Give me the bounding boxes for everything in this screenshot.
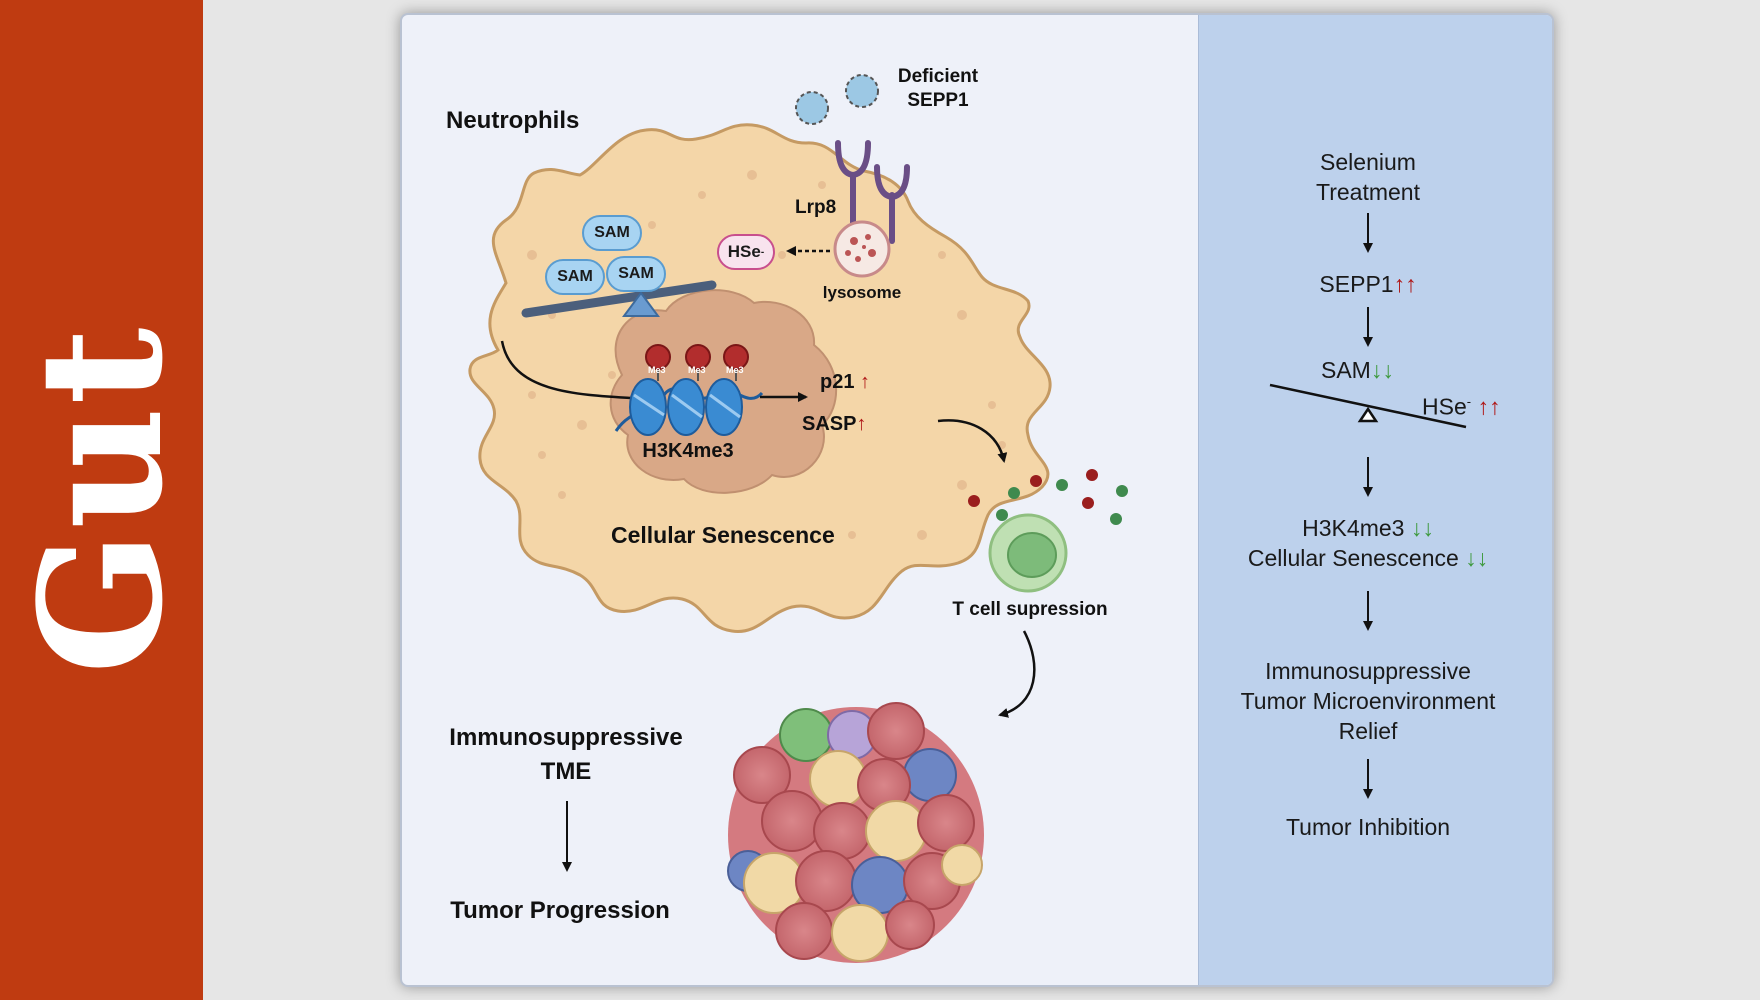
flow-tumor-inhibition: Tumor Inhibition — [1285, 814, 1451, 840]
down-arrows-icon: ↓↓ — [1370, 357, 1394, 383]
sam-bubble: SAM — [545, 259, 605, 295]
hse-bubble: HSe- — [717, 234, 775, 270]
flow-hse: HSe- ↑↑ — [1422, 393, 1501, 420]
me3-mark — [723, 344, 749, 370]
sam-bubble: SAM — [582, 215, 642, 251]
journal-brand-bar: Gut — [0, 0, 203, 1000]
me3-label: Me3 — [648, 365, 666, 375]
p21-label: p21 ↑ — [820, 371, 871, 393]
t-cell — [988, 513, 1068, 593]
flow-tme-relief: Immunosuppressive Tumor Microenvironment… — [1240, 658, 1496, 744]
seesaw-fulcrum — [622, 291, 660, 317]
tumor-progression-label: Tumor Progression — [450, 897, 670, 924]
up-arrow-icon: ↑ — [860, 371, 871, 393]
me3-label: Me3 — [688, 365, 706, 375]
flow-sam: SAM↓↓ — [1321, 357, 1394, 383]
treatment-flowchart-panel — [1198, 15, 1552, 985]
lrp8-label: Lrp8 — [795, 197, 837, 218]
me3-label: Me3 — [726, 365, 744, 375]
sasp-label: SASP↑ — [802, 413, 867, 435]
sepp1-particle — [845, 74, 879, 108]
me3-mark — [645, 344, 671, 370]
lysosome — [833, 220, 891, 278]
immunosuppressive-tme-label: Immunosuppressive TME — [449, 724, 683, 785]
lrp8-receptor — [835, 140, 910, 244]
sasp-cytokines — [968, 469, 1128, 525]
flow-sepp1: SEPP1↑↑ — [1319, 271, 1417, 297]
down-arrows-icon: ↓↓ — [1465, 545, 1489, 571]
up-arrows-icon: ↑↑ — [1477, 393, 1501, 420]
chromatin-nucleosomes — [614, 344, 764, 436]
up-arrow-icon: ↑ — [856, 413, 867, 435]
flow-selenium-treatment: Selenium Treatment — [1316, 149, 1420, 205]
seesaw-beam — [521, 280, 717, 318]
h3k4me3-label: H3K4me3 — [642, 440, 734, 462]
journal-logo: Gut — [2, 325, 200, 675]
deficient-sepp1-label: Deficient SEPP1 — [897, 66, 979, 111]
me3-mark — [685, 344, 711, 370]
flowchart-seesaw-beam — [1269, 383, 1467, 429]
flow-h3k4me3-senescence: H3K4me3 ↓↓ Cellular Senescence ↓↓ — [1247, 515, 1489, 571]
lysosome-label: lysosome — [822, 283, 902, 302]
neutrophils-label: Neutrophils — [446, 107, 580, 134]
sepp1-particle — [795, 91, 829, 125]
down-arrows-icon: ↓↓ — [1410, 515, 1434, 541]
diagram-graphics — [468, 74, 1467, 963]
cytoplasm-granules — [527, 170, 1006, 540]
tumor-mass — [727, 702, 984, 963]
sam-bubble: SAM — [606, 256, 666, 292]
t-cell-suppression-label: T cell supression — [952, 599, 1108, 620]
cellular-senescence-label: Cellular Senescence — [611, 522, 835, 548]
graphical-abstract-panel: Neutrophils Deficient SEPP1 Lrp8 SAM SAM… — [400, 13, 1554, 987]
flowchart-seesaw-fulcrum — [1357, 406, 1379, 423]
up-arrows-icon: ↑↑ — [1393, 271, 1417, 297]
